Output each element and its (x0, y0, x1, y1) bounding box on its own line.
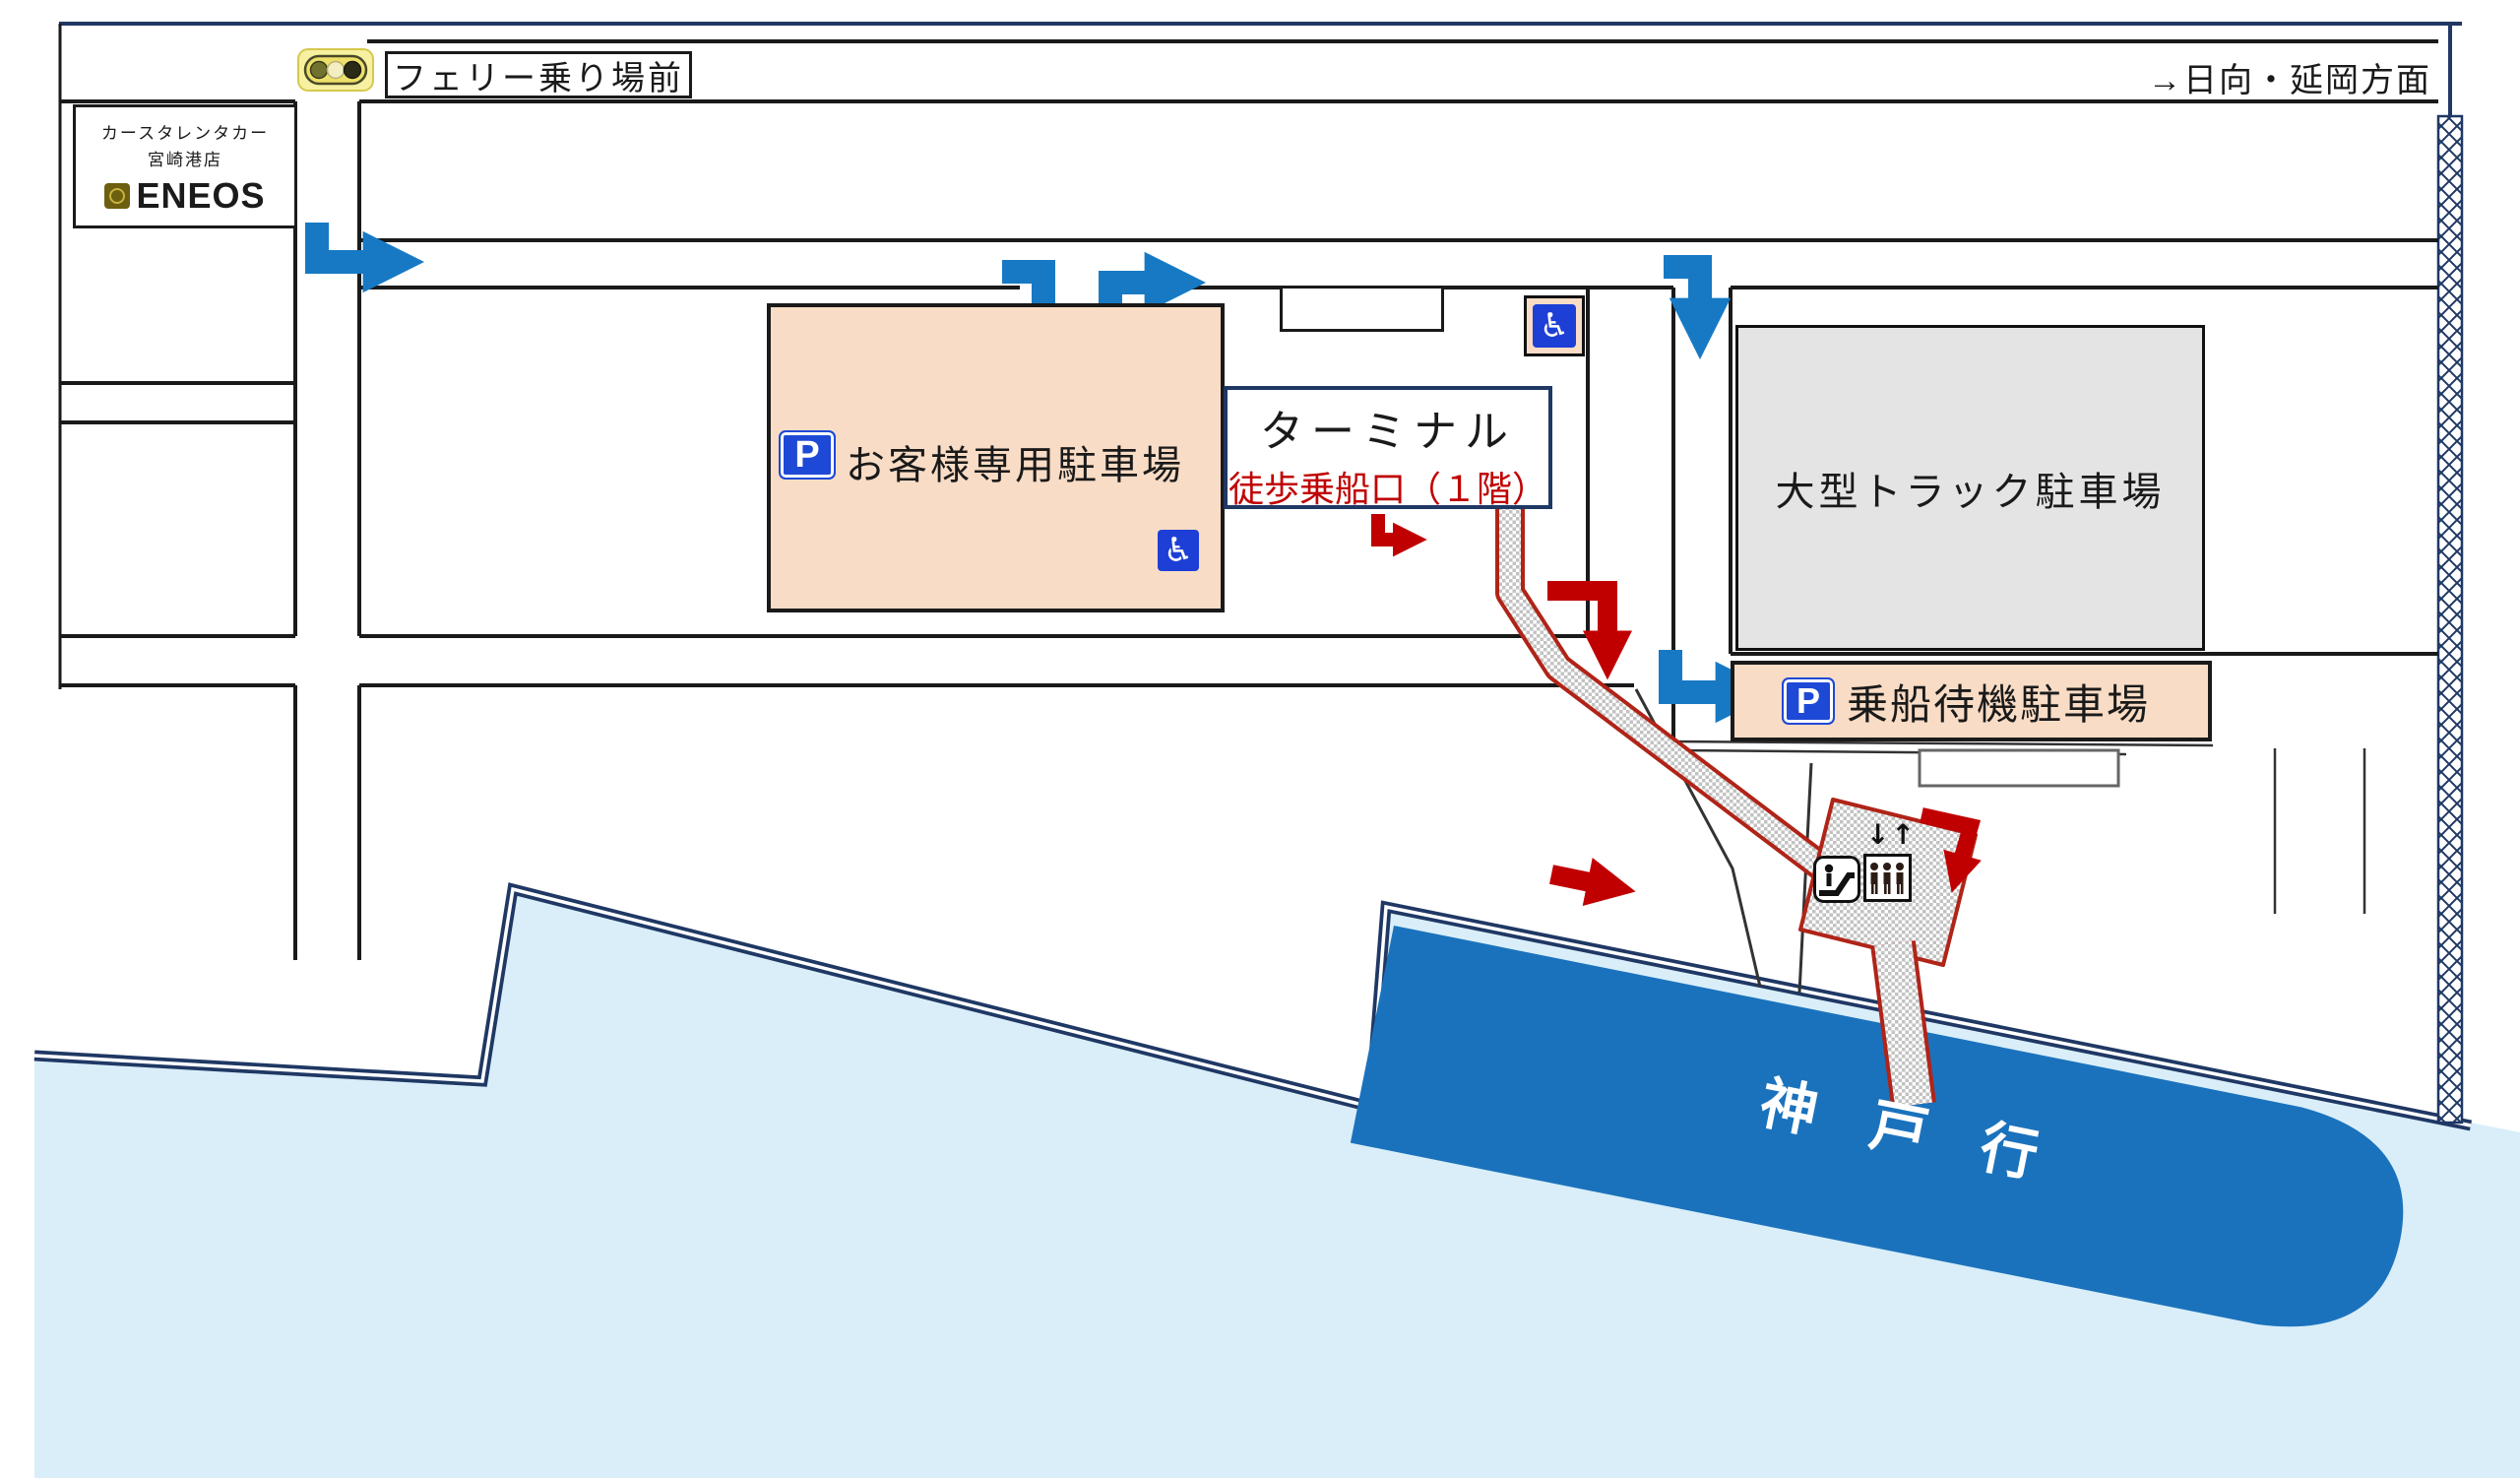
elevator-arrows-label: ↓↑ (1866, 818, 1917, 851)
red-walk-arrows (1371, 514, 1982, 906)
bus-stop-area (1280, 286, 1444, 332)
truck-parking-lot: 大型トラック駐車場 (1735, 325, 2205, 651)
accessible-spot: ♿ (1524, 295, 1585, 356)
pier-island (1918, 748, 2120, 788)
eneos-brand-label: ENEOS (136, 175, 266, 216)
waiting-parking-lot: P 乗船待機駐車場 (1731, 661, 2212, 741)
direction-label: →日向・延岡方面 (2148, 63, 2431, 99)
traffic-light-icon (297, 48, 374, 92)
ferry-ship (1350, 926, 2404, 1327)
rental-shop-name-line1: カースタレンタカー (100, 124, 270, 143)
customer-parking-label: お客様専用駐車場 (846, 443, 1184, 487)
terminal-walk-entrance-label: 徒歩乗船口（１階） (1228, 470, 1547, 509)
elevator-icon (1863, 854, 1912, 902)
terminal-title: ターミナル (1260, 408, 1516, 456)
parking-p-icon: P (1782, 677, 1835, 725)
parking-p-icon: P (779, 430, 836, 480)
direction-text: →日向・延岡方面 (2097, 53, 2431, 101)
breakwater-fence (2436, 114, 2464, 1125)
wheelchair-icon: ♿ (1158, 530, 1199, 571)
escalator-icon (1813, 856, 1860, 903)
wheelchair-icon: ♿ (1533, 304, 1576, 348)
waiting-parking-label: 乗船待機駐車場 (1847, 682, 2151, 729)
intersection-sign: フェリー乗り場前 (385, 51, 692, 98)
intersection-label: フェリー乗り場前 (393, 60, 684, 97)
terminal-building: ターミナル 徒歩乗船口（１階） (1224, 386, 1552, 509)
quay-edge-inner (33, 886, 2472, 1127)
rental-shop-sign: カースタレンタカー 宮崎港店 ENEOS (73, 104, 297, 228)
eneos-logo-icon (104, 183, 131, 209)
rental-shop-name-line2: 宮崎港店 (148, 151, 222, 169)
customer-parking-lot: P お客様専用駐車場 ♿ (767, 303, 1225, 612)
truck-parking-label: 大型トラック駐車場 (1775, 469, 2166, 514)
